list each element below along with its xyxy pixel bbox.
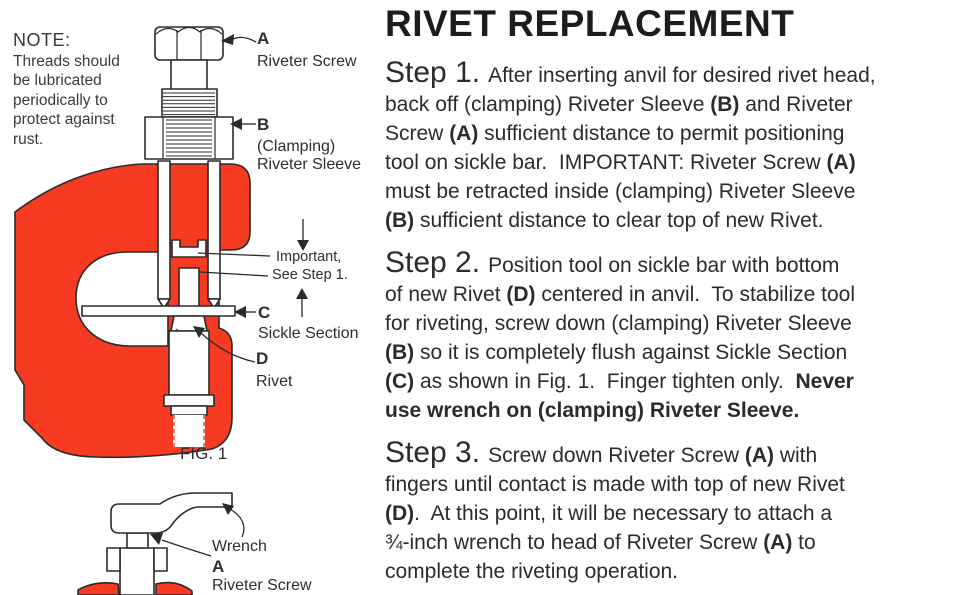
screw-tip-section	[171, 239, 207, 258]
label-c-letter: C	[258, 303, 270, 322]
note-title: NOTE:	[13, 30, 71, 50]
step-2-heading: Step 2.	[385, 246, 481, 280]
label-important-2: See Step 1.	[272, 267, 348, 283]
hex-head-facets-top	[155, 26, 223, 35]
arrow-c-head	[234, 306, 246, 318]
fig2-threaded-shaft	[119, 547, 155, 595]
step-2-body: Position tool on sickle bar with bottom …	[385, 254, 856, 423]
arrow-wrench-head	[222, 503, 234, 515]
step-1-heading: Step 1.	[385, 56, 481, 90]
arrow-a-head	[221, 34, 234, 45]
barrel-wall-left	[157, 160, 171, 300]
screw-neck	[170, 59, 208, 91]
arrow-d-head	[193, 326, 205, 338]
note-line: rust.	[13, 130, 44, 148]
label-d-name: Rivet	[256, 373, 293, 390]
callout-labels: A Riveter Screw B (Clamping) Riveter Sle…	[180, 29, 361, 594]
step-3-body: Screw down Riveter Screw (A) with finger…	[385, 444, 845, 584]
wrench-body	[110, 492, 233, 534]
barrel-wall-right	[207, 160, 221, 300]
lubrication-note: NOTE: Threads should be lubricated perio…	[13, 30, 163, 149]
figure-2-wrench	[77, 492, 233, 595]
fig2-screw-stem	[126, 532, 149, 549]
arrow-a-shaft	[232, 36, 257, 43]
arrow-up-head	[296, 288, 308, 299]
label-a-letter: A	[257, 29, 269, 48]
frame-opening	[75, 251, 169, 347]
arrow-d-shaft	[200, 332, 256, 363]
sickle-section-bar	[81, 305, 236, 317]
label-b-name-2: Riveter Sleeve	[257, 156, 361, 173]
label-c-name: Sickle Section	[258, 325, 359, 342]
figure-1-diagram: A Riveter Screw B (Clamping) Riveter Sle…	[0, 0, 380, 595]
step-2-paragraph: Step 2.Position tool on sickle bar with …	[385, 248, 963, 425]
anvil-flange	[163, 394, 215, 407]
rivet-shank	[178, 267, 200, 309]
anvil-body	[168, 330, 210, 396]
step-1-body: After inserting anvil for desired rivet …	[385, 64, 876, 233]
label-b-name-1: (Clamping)	[257, 138, 335, 155]
leader-important-2	[199, 271, 269, 277]
step-1-paragraph: Step 1.After inserting anvil for desired…	[385, 58, 963, 235]
arrow-b-head	[230, 118, 242, 130]
threaded-shaft	[161, 88, 218, 118]
callout-arrows	[150, 34, 309, 557]
arrow-a2-head	[150, 533, 163, 545]
arrow-wrench-shaft	[229, 508, 245, 538]
label-a-name: Riveter Screw	[257, 53, 357, 70]
anvil-lower-block	[170, 405, 208, 416]
note-line: be lubricated	[13, 72, 102, 89]
figure-1-caption: FIG. 1	[180, 444, 227, 463]
barrel-wall-tip-right	[207, 298, 221, 309]
fig2-sleeve-flange-left	[106, 547, 121, 572]
rivet-head-dashed-line	[175, 328, 203, 334]
label-important-1: Important,	[276, 249, 341, 265]
leader-important-1	[197, 252, 271, 257]
barrel-wall-tip-left	[157, 298, 171, 309]
label-b-letter: B	[257, 115, 269, 134]
frame-red-bottom-left	[77, 582, 120, 595]
step-3-heading: Step 3.	[385, 436, 481, 470]
arrow-a2-shaft	[161, 539, 212, 557]
note-line: protect against	[13, 111, 115, 128]
label-a2-name: Riveter Screw	[212, 577, 312, 594]
riveter-tool-illustration: A Riveter Screw B (Clamping) Riveter Sle…	[14, 26, 361, 595]
step-3-paragraph: Step 3.Screw down Riveter Screw (A) with…	[385, 438, 963, 586]
arrow-down-head	[297, 240, 309, 251]
fig2-sleeve-flange-right	[153, 547, 168, 572]
label-a2-letter: A	[212, 557, 224, 576]
page-title: RIVET REPLACEMENT	[385, 3, 795, 44]
note-line: periodically to	[13, 91, 108, 109]
riveter-screw-head	[154, 26, 224, 61]
anvil-slot	[173, 415, 205, 447]
label-wrench: Wrench	[212, 538, 267, 555]
label-d-letter: D	[256, 349, 268, 368]
frame-red-bottom-right	[155, 581, 193, 595]
instructions-column: RIVET REPLACEMENT Step 1.After inserting…	[385, 2, 963, 595]
note-line: Threads should	[13, 52, 120, 70]
